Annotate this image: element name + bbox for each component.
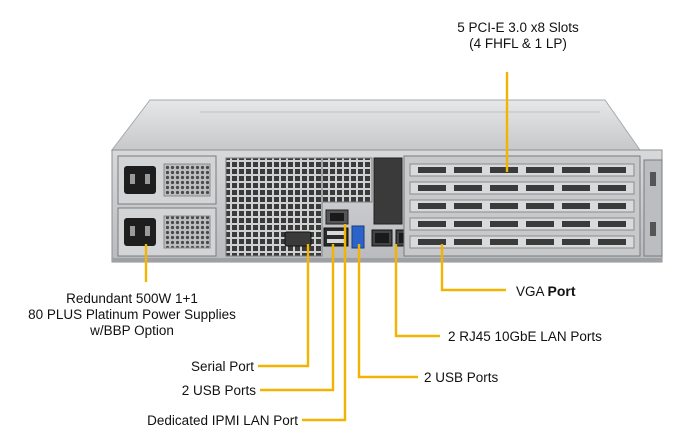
callout-usb-ports-right: 2 USB Ports bbox=[424, 370, 499, 385]
pcie-slot-vent bbox=[454, 185, 482, 191]
callout-psu-line-2: 80 PLUS Platinum Power Supplies bbox=[28, 307, 236, 322]
pcie-slot-vent bbox=[598, 203, 626, 209]
pcie-slot-vent bbox=[490, 239, 518, 245]
callout-vga-text: VGA bbox=[516, 284, 548, 299]
pcie-slot-vent bbox=[418, 167, 446, 173]
callout-pcie-line-2: (4 FHFL & 1 LP) bbox=[469, 36, 567, 51]
rack-handle bbox=[643, 159, 663, 257]
power-inlet-icon bbox=[124, 218, 156, 246]
leader-vga bbox=[440, 244, 506, 292]
callout-ipmi-lan-port: Dedicated IPMI LAN Port bbox=[147, 413, 298, 428]
pcie-slot-area bbox=[403, 155, 641, 257]
power-supply-bay bbox=[117, 155, 217, 257]
pcie-slot-vent bbox=[454, 203, 482, 209]
pcie-slot-vent bbox=[526, 239, 554, 245]
pcie-slot-vent bbox=[562, 185, 590, 191]
pcie-slot-vent bbox=[454, 221, 482, 227]
psu-fan-grille bbox=[163, 163, 211, 197]
pcie-slot-vent bbox=[526, 203, 554, 209]
pcie-slot-vent bbox=[526, 221, 554, 227]
leader-serial bbox=[258, 244, 310, 368]
pcie-slot-vent bbox=[490, 221, 518, 227]
leader-lines bbox=[144, 72, 509, 422]
serial-port-connector bbox=[284, 231, 312, 247]
chassis-top bbox=[110, 99, 641, 151]
pcie-slot-vent bbox=[562, 221, 590, 227]
pcie-slot-vent bbox=[526, 185, 554, 191]
callout-pcie-line-1: 5 PCI-E 3.0 x8 Slots bbox=[457, 20, 579, 35]
pcie-slot-vent bbox=[526, 167, 554, 173]
pcie-slot-vent bbox=[562, 239, 590, 245]
pcie-slot-vent bbox=[598, 185, 626, 191]
pcie-slot-vent bbox=[418, 203, 446, 209]
leader-ipmi bbox=[302, 224, 347, 422]
callout-serial-port: Serial Port bbox=[190, 359, 254, 374]
callout-rj45-ports: 2 RJ45 10GbE LAN Ports bbox=[448, 329, 602, 344]
callout-power-supplies: Redundant 500W 1+1 80 PLUS Platinum Powe… bbox=[14, 291, 250, 339]
callout-vga-emph: Port bbox=[547, 283, 576, 299]
leader-usb-left bbox=[260, 244, 335, 392]
psu-fan-grille bbox=[163, 215, 211, 249]
pcie-slot-vent bbox=[418, 239, 446, 245]
rear-vent-grille-small bbox=[321, 157, 373, 203]
pcie-slot-vent bbox=[490, 167, 518, 173]
pcie-slot-vent bbox=[490, 203, 518, 209]
callout-vga-port: VGA Port bbox=[516, 283, 576, 300]
callout-usb-ports-left: 2 USB Ports bbox=[181, 383, 256, 398]
pcie-slot-vent bbox=[418, 185, 446, 191]
callout-psu-line-1: Redundant 500W 1+1 bbox=[66, 291, 198, 306]
pcie-slot-covers bbox=[409, 163, 635, 249]
callout-psu-line-3: w/BBP Option bbox=[90, 323, 174, 338]
pcie-slot-vent bbox=[454, 167, 482, 173]
pcie-slot-vent bbox=[490, 185, 518, 191]
pcie-slot-vent bbox=[598, 221, 626, 227]
pcie-slot-vent bbox=[598, 167, 626, 173]
pcie-slot-vent bbox=[454, 239, 482, 245]
leader-rj45 bbox=[394, 244, 440, 338]
power-inlet-icon bbox=[124, 166, 156, 194]
callout-pcie-slots: 5 PCI-E 3.0 x8 Slots (4 FHFL & 1 LP) bbox=[428, 20, 608, 52]
riser-divider bbox=[373, 157, 403, 225]
pcie-slot-vent bbox=[562, 203, 590, 209]
pcie-slot-vent bbox=[598, 239, 626, 245]
pcie-slot-vent bbox=[562, 167, 590, 173]
pcie-slot-vent bbox=[418, 221, 446, 227]
leader-usb-right bbox=[357, 244, 418, 379]
